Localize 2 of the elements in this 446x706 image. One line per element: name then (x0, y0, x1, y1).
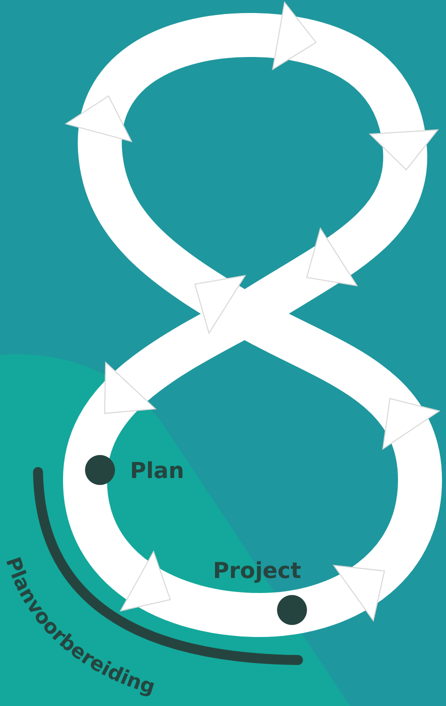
milestone-label: Plan (130, 459, 184, 485)
milestone-label: Project (213, 559, 302, 585)
